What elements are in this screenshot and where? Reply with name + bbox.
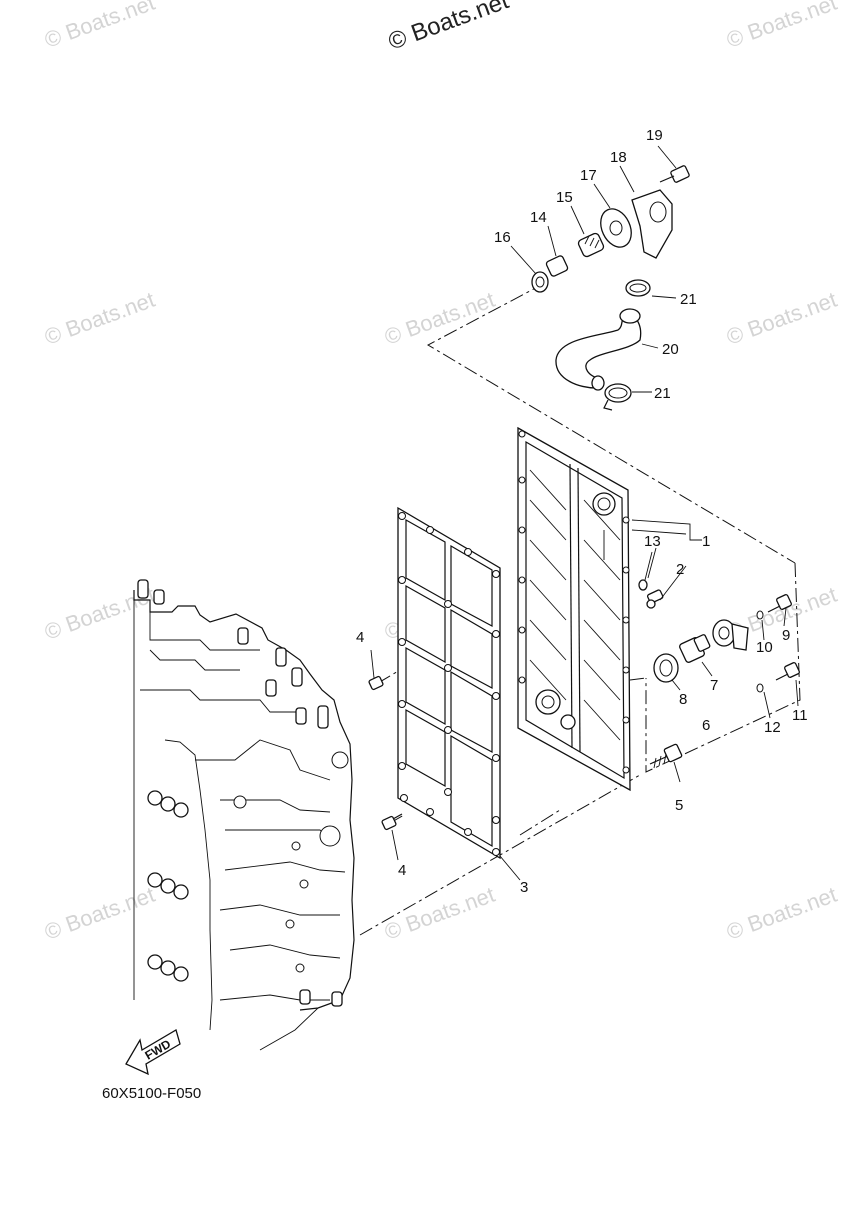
sender-assembly [653, 594, 800, 693]
callout-1: 1 [702, 533, 710, 550]
gasket [397, 506, 501, 860]
callout-5: 5 [675, 797, 683, 814]
watermark: © Boats.net [41, 0, 158, 53]
callout-13: 13 [644, 533, 661, 550]
watermark: © Boats.net [41, 287, 158, 350]
bolt-4-upper [368, 675, 384, 691]
figure-code: 60X5100-F050 [102, 1085, 201, 1102]
callout-9: 9 [782, 627, 790, 644]
fwd-arrow-icon: FWD [125, 1029, 181, 1076]
bolt-5 [649, 743, 683, 769]
bolt-4-lower [381, 813, 403, 831]
callout-18: 18 [610, 149, 627, 166]
callout-17: 17 [580, 167, 597, 184]
callout-15: 15 [556, 189, 573, 206]
callout-16: 16 [494, 229, 511, 246]
callout-4-lower: 4 [398, 862, 406, 879]
outlet-assembly [531, 165, 690, 293]
engine-block [133, 579, 355, 1051]
callout-20: 20 [662, 341, 679, 358]
watermark: © Boats.net [723, 287, 840, 350]
callout-6: 6 [702, 717, 710, 734]
callout-3: 3 [520, 879, 528, 896]
callout-8: 8 [679, 691, 687, 708]
watermark: © Boats.net [41, 882, 158, 945]
callout-14: 14 [530, 209, 547, 226]
callout-10: 10 [756, 639, 773, 656]
callout-12: 12 [764, 719, 781, 736]
hose-and-clamps [555, 279, 651, 411]
callout-labels: 1 2 3 4 4 5 6 7 8 9 10 11 12 13 14 15 16… [356, 127, 808, 896]
callout-21-upper: 21 [680, 291, 697, 308]
callout-11: 11 [792, 707, 808, 724]
callout-21-lower: 21 [654, 385, 671, 402]
callout-2: 2 [676, 561, 684, 578]
cooling-cover [517, 426, 631, 792]
watermark: © Boats.net [723, 0, 840, 53]
watermark: © Boats.net [381, 287, 498, 350]
watermark-top: © Boats.net [385, 0, 513, 56]
watermark: © Boats.net [723, 882, 840, 945]
callout-4-upper: 4 [356, 629, 364, 646]
callout-19: 19 [646, 127, 663, 144]
callout-7: 7 [710, 677, 718, 694]
leader-lines [370, 145, 799, 881]
pin-and-washer [638, 579, 664, 609]
